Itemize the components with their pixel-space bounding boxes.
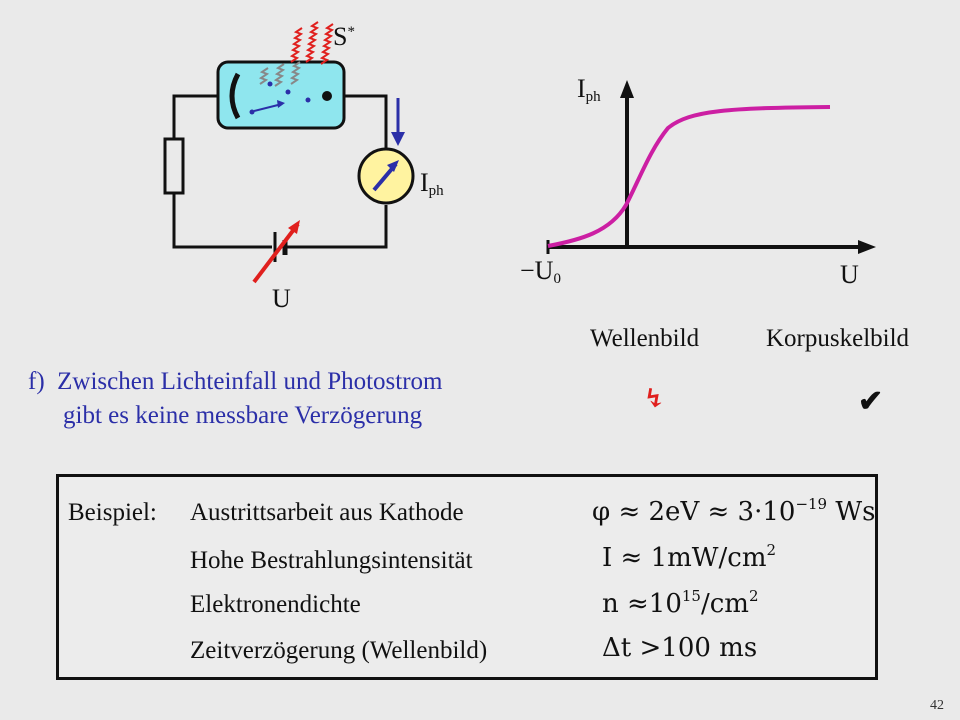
variable-voltage-arrow — [252, 222, 300, 284]
graph-x-label: U — [840, 260, 859, 289]
electron — [249, 109, 255, 115]
circuit-current-label-main: I — [420, 168, 429, 197]
formula-electron-density-exp2: 2 — [748, 587, 759, 605]
example-row-2: Hohe Bestrahlungsintensität — [190, 547, 473, 574]
formula-intensity: I ≈ 1mW/cm2 — [602, 541, 776, 573]
graph-x-neg-label: −U0 — [520, 258, 561, 287]
electron — [267, 81, 273, 87]
example-box: Beispiel: Austrittsarbeit aus Kathode Ho… — [56, 474, 878, 680]
circuit-wire-right-bottom — [287, 205, 388, 249]
light-ray-3 — [289, 27, 304, 63]
formula-work-function-main: φ ≈ 2eV ≈ 3·10 — [592, 497, 796, 527]
photocell-cathode — [229, 72, 241, 120]
statement-line-1: Zwischen Lichteinfall und Photostrom — [57, 368, 443, 395]
formula-electron-density-tail: /cm — [700, 589, 749, 619]
formula-work-function: φ ≈ 2eV ≈ 3·10−19 Ws — [592, 495, 875, 527]
graph-y-label: Iph — [577, 76, 601, 105]
example-label: Beispiel: — [68, 499, 157, 526]
column-header-particle: Korpuskelbild — [766, 325, 910, 352]
formula-electron-density-main: n ≈10 — [602, 589, 682, 619]
statement-line-2-wrapper: gibt es keine messbare Verzögerung — [63, 400, 422, 432]
circuit-current-label-sub: ph — [428, 183, 444, 199]
circuit-wire-right-top — [343, 94, 388, 148]
formula-time-delay: Δt >100 ms — [602, 633, 758, 663]
variable-voltage-arrowhead — [288, 220, 300, 234]
light-ray-1 — [319, 23, 335, 65]
electron-path — [253, 103, 283, 112]
graph-y-label-sub: ph — [585, 89, 601, 105]
graph-x-neg-label-sub: 0 — [553, 271, 561, 287]
example-row-4: Zeitverzögerung (Wellenbild) — [190, 637, 488, 664]
wave-contradiction-mark: ↯ — [643, 384, 666, 413]
statement-f: f) Zwischen Lichteinfall und Photostrom — [28, 366, 443, 398]
electron-path-arrowhead — [277, 100, 285, 108]
example-row-1: Austrittsarbeit aus Kathode — [190, 499, 464, 526]
ammeter-needle-head — [387, 160, 399, 172]
example-row-3: Elektronendichte — [190, 591, 361, 618]
formula-electron-density-exp: 15 — [681, 587, 701, 605]
graph-y-label-main: I — [577, 74, 586, 103]
light-source-label: S* — [333, 24, 355, 50]
y-axis-arrowhead — [620, 80, 634, 98]
light-source-label-text: S* — [333, 22, 355, 51]
current-direction-arrowhead — [391, 132, 405, 146]
resistor — [163, 137, 185, 195]
statement-label: f) — [28, 368, 45, 395]
formula-intensity-main: I ≈ 1mW/cm — [602, 543, 767, 573]
light-source-label-star: * — [347, 24, 355, 40]
formula-work-function-exp: −19 — [795, 495, 828, 513]
column-header-wave: Wellenbild — [590, 325, 700, 352]
electron — [285, 89, 291, 95]
electron — [305, 97, 311, 103]
light-ray-inner-1 — [289, 61, 302, 85]
page-number: 42 — [930, 698, 944, 713]
light-ray-inner-2 — [273, 63, 286, 87]
formula-electron-density: n ≈1015/cm2 — [602, 587, 759, 619]
formula-work-function-unit: Ws — [827, 497, 876, 527]
formula-intensity-exp: 2 — [766, 541, 777, 559]
light-ray-2 — [304, 21, 320, 63]
circuit-voltage-label: U — [272, 284, 291, 313]
graph-x-neg-label-main: −U — [520, 256, 554, 285]
x-axis-arrowhead — [858, 240, 876, 254]
circuit-current-label: Iph — [420, 170, 444, 199]
light-ray-inner-3 — [258, 67, 270, 85]
photocurrent-curve — [547, 105, 831, 248]
particle-check-mark: ✔ — [858, 385, 884, 418]
photocell-tube — [216, 60, 346, 130]
photocell-anode — [322, 91, 332, 101]
statement-line-2: gibt es keine messbare Verzögerung — [63, 402, 423, 429]
